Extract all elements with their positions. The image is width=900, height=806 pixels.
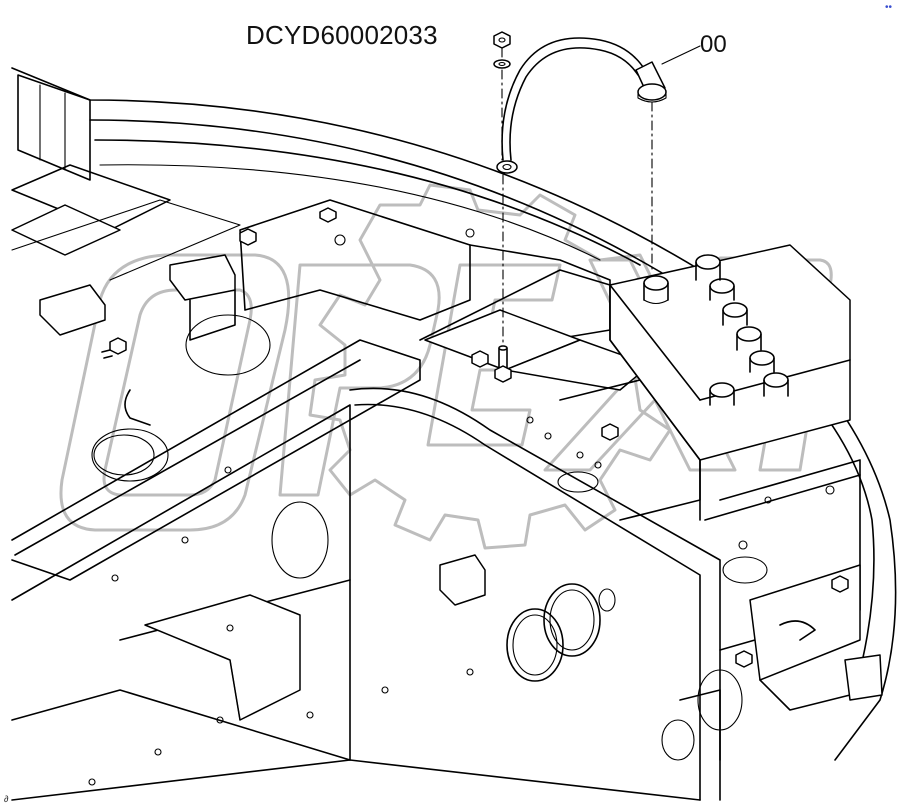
corner-mark: •• xyxy=(884,2,892,13)
assembly-centerlines xyxy=(501,47,653,346)
ground-cable xyxy=(496,37,667,174)
part-callout-label: 00 xyxy=(700,31,727,58)
frame-fasteners xyxy=(101,207,849,668)
frame-holes xyxy=(88,228,835,786)
loose-nut-washer xyxy=(493,31,511,69)
page-mark: ∂ xyxy=(4,794,9,804)
upper-frame xyxy=(11,67,897,801)
mounting-stud xyxy=(494,345,512,383)
drawing-code-label: DCYD60002033 xyxy=(246,20,438,50)
callout-leader xyxy=(661,45,701,65)
battery-caps xyxy=(643,254,789,406)
